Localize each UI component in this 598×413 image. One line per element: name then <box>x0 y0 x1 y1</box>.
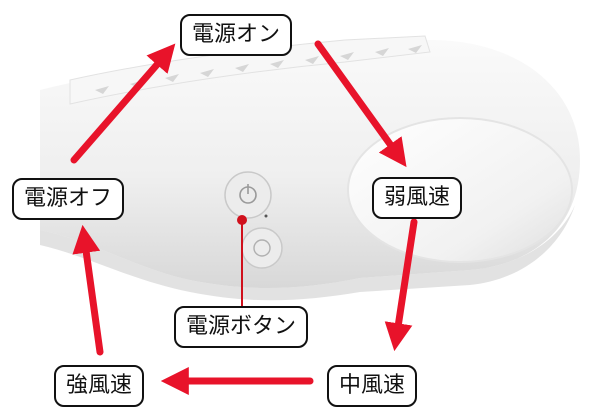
arrow-strong-to-off <box>72 224 104 356</box>
power-button-graphic <box>224 171 272 219</box>
indicator-light <box>264 214 268 218</box>
label-medium-speed: 中風速 <box>327 365 418 407</box>
label-power-off: 電源オフ <box>12 178 125 220</box>
secondary-button-graphic <box>241 227 283 269</box>
arrow-on-to-weak <box>314 40 407 168</box>
label-weak-speed: 弱風速 <box>372 177 463 219</box>
label-power-button: 電源ボタン <box>174 306 309 348</box>
cycle-arrows <box>70 40 418 395</box>
label-strong-speed: 強風速 <box>54 365 145 407</box>
label-power-on: 電源オン <box>180 14 293 56</box>
arrow-weak-to-medium <box>384 218 418 352</box>
pointer-dot <box>237 215 247 225</box>
arrow-off-to-on <box>70 43 176 164</box>
